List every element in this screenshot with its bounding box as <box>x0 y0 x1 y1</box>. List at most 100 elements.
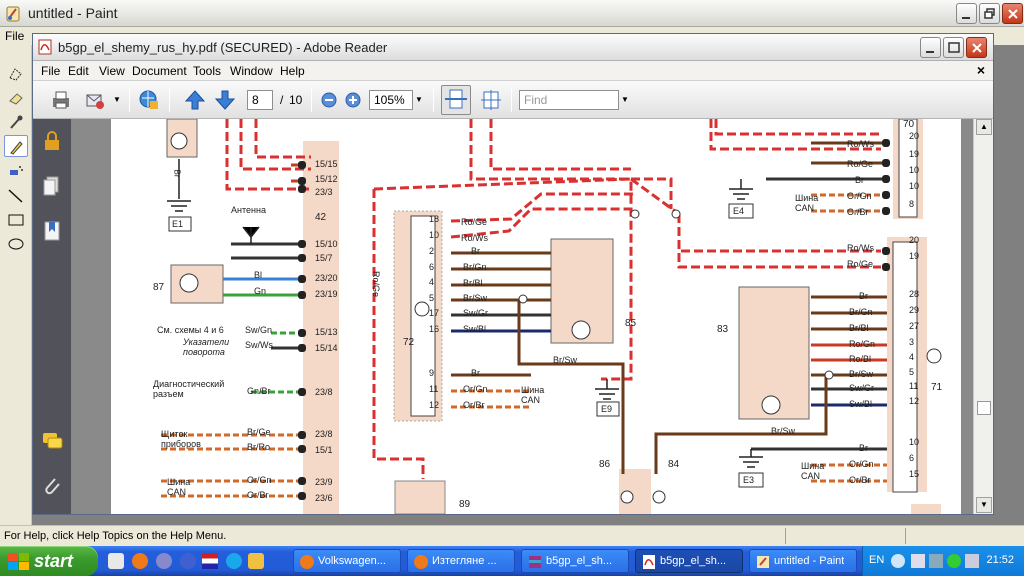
reader-titlebar[interactable]: b5gp_el_shemy_rus_hy.pdf (SECURED) - Ado… <box>33 34 993 61</box>
diagram-label: Br <box>172 169 182 178</box>
fit-page-icon[interactable] <box>479 88 503 112</box>
diagram-label: Bl <box>254 270 263 280</box>
scroll-up-icon[interactable]: ▲ <box>976 119 992 135</box>
diagram-label: Ro/Ws <box>461 233 488 243</box>
taskbar: start Volkswagen... Изтегляне ... b5gp_e… <box>0 546 1024 576</box>
ellipse-tool-icon[interactable] <box>4 233 28 255</box>
reader-close-button[interactable] <box>966 37 987 58</box>
taskbar-item-download[interactable]: Изтегляне ... <box>407 549 515 573</box>
scroll-down-icon[interactable]: ▼ <box>976 497 992 513</box>
security-icon[interactable] <box>947 554 961 568</box>
email-dropdown-icon[interactable]: ▼ <box>113 95 121 104</box>
paint-minimize-button[interactable] <box>956 3 977 24</box>
start-button[interactable]: start <box>0 546 98 576</box>
diagram-label: Ro/Ws <box>847 139 874 149</box>
network-icon[interactable] <box>911 554 925 568</box>
close-document-icon[interactable]: × <box>976 62 985 78</box>
print-icon[interactable] <box>49 88 73 112</box>
diagram-label: 23/8 <box>315 429 333 439</box>
fit-width-icon[interactable] <box>441 85 471 115</box>
reader-menu-view[interactable]: View <box>99 64 125 78</box>
scroll-thumb[interactable] <box>977 401 991 415</box>
reader-vertical-scrollbar[interactable]: ▲ ▼ <box>973 119 993 514</box>
paint-titlebar[interactable]: untitled - Paint <box>0 0 1024 27</box>
lock-icon[interactable] <box>40 129 64 153</box>
reader-menu-window[interactable]: Window <box>230 64 273 78</box>
reader-menu-edit[interactable]: Edit <box>68 64 89 78</box>
zoom-in-icon[interactable] <box>341 88 365 112</box>
diagram-label: 15 <box>909 469 920 479</box>
comments-icon[interactable] <box>40 429 64 453</box>
reader-menu-file[interactable]: File <box>41 64 61 78</box>
document-area[interactable]: E1 Антенна 42 87 Bl Gn 15/15 15/12 23/3 … <box>71 119 973 514</box>
zoom-out-icon[interactable] <box>317 88 341 112</box>
clock: 21:52 <box>986 554 1014 566</box>
next-page-icon[interactable] <box>213 88 237 112</box>
show-desktop-icon[interactable] <box>108 553 124 569</box>
diagram-label: 5 <box>909 367 915 377</box>
diagram-label: Шина CAN <box>795 193 819 213</box>
paint-close-button[interactable] <box>1002 3 1023 24</box>
tray-expand-icon[interactable] <box>891 554 905 568</box>
taskbar-item-winrar[interactable]: b5gp_el_sh... <box>521 549 629 573</box>
diagram-label: Шина CAN <box>167 477 191 497</box>
zoom-level-input[interactable]: 105% <box>369 90 413 110</box>
diagram-label: 20 <box>909 235 920 245</box>
reader-menu-help[interactable]: Help <box>280 64 305 78</box>
find-dropdown-icon[interactable]: ▼ <box>621 95 629 104</box>
diagram-label: Антенна <box>231 205 266 215</box>
diagram-label: Gn <box>254 286 267 296</box>
diagram-label: 10 <box>909 181 920 191</box>
reader-menu-document[interactable]: Document <box>132 64 187 78</box>
taskbar-item-adobe-reader[interactable]: b5gp_el_sh... <box>635 549 743 573</box>
globe-icon[interactable] <box>180 553 196 569</box>
diagram-label: 11 <box>909 381 919 391</box>
diagram-label: Or/Gn <box>247 475 272 485</box>
reader-maximize-button[interactable] <box>943 37 964 58</box>
pencil-icon[interactable] <box>4 135 28 157</box>
diagram-label: Ro/Gn <box>849 339 876 349</box>
firefox-icon[interactable] <box>132 553 148 569</box>
diagram-label: 83 <box>717 324 729 335</box>
skype-icon[interactable] <box>226 553 242 569</box>
pages-icon[interactable] <box>40 174 64 198</box>
diagram-label: 17 <box>429 308 440 318</box>
taskbar-item-volkswagen[interactable]: Volkswagen... <box>293 549 401 573</box>
uk-flag-icon[interactable] <box>202 553 218 569</box>
diagram-label: E1 <box>172 219 184 229</box>
diagram-label: 23/20 <box>315 273 338 283</box>
find-globe-icon[interactable] <box>137 88 161 112</box>
previous-page-icon[interactable] <box>183 88 207 112</box>
clock-app-icon[interactable] <box>248 553 264 569</box>
diagram-label: Or/Gn <box>849 459 874 469</box>
language-indicator[interactable]: EN <box>869 554 885 566</box>
color-picker-icon[interactable] <box>4 111 28 133</box>
firefox-icon <box>414 555 428 569</box>
email-icon[interactable] <box>83 88 107 112</box>
taskbar-item-paint[interactable]: untitled - Paint <box>749 549 857 573</box>
monitor-icon[interactable] <box>929 554 943 568</box>
paint-menu-file[interactable]: File <box>5 29 25 43</box>
attachments-icon[interactable] <box>40 474 64 498</box>
diagram-label: Br/Sw <box>771 426 796 436</box>
diagram-label: 23/6 <box>315 493 333 503</box>
find-input[interactable]: Find <box>519 90 619 110</box>
page-number-input[interactable]: 8 <box>247 90 273 110</box>
volume-icon[interactable] <box>965 554 979 568</box>
reader-minimize-button[interactable] <box>920 37 941 58</box>
bookmarks-icon[interactable] <box>40 219 64 243</box>
diagram-label: 15/12 <box>315 174 338 184</box>
diagram-label: E4 <box>733 206 745 216</box>
eraser-icon[interactable] <box>4 87 28 109</box>
paint-restore-button[interactable] <box>979 3 1000 24</box>
messenger-icon[interactable] <box>156 553 172 569</box>
reader-menu-tools[interactable]: Tools <box>193 64 222 78</box>
diagram-label: 4 <box>429 277 435 287</box>
airbrush-icon[interactable] <box>4 159 28 181</box>
zoom-dropdown-icon[interactable]: ▼ <box>415 95 423 104</box>
free-select-tool[interactable] <box>4 63 28 85</box>
line-tool-icon[interactable] <box>4 185 28 207</box>
diagram-label: Ro/Ge <box>847 259 874 269</box>
diagram-label: 87 <box>153 282 165 293</box>
rectangle-tool-icon[interactable] <box>4 209 28 231</box>
